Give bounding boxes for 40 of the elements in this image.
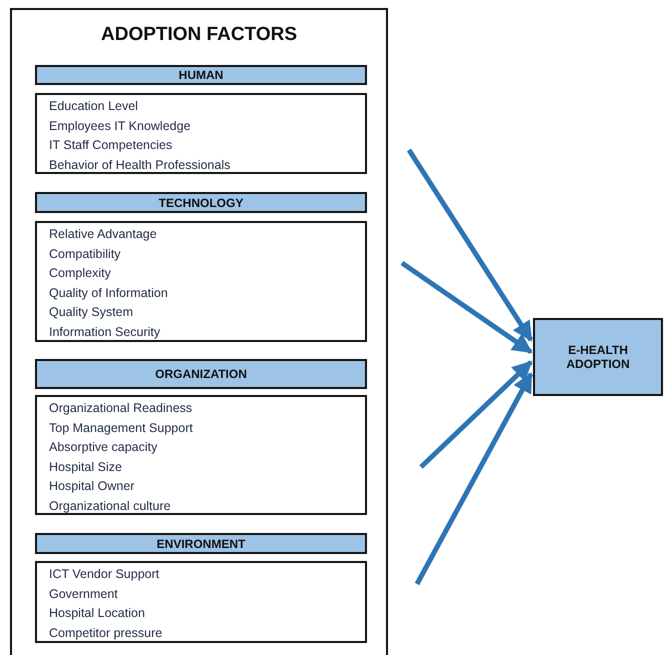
list-item: Compatibility	[49, 246, 121, 263]
list-item: Quality of Information	[49, 284, 168, 302]
list-item: Complexity	[49, 265, 111, 282]
category-label: ENVIRONMENT	[156, 536, 246, 550]
list-item: ICT Vendor Support	[49, 566, 160, 583]
list-item: Hospital Size	[49, 458, 122, 476]
category-label: TECHNOLOGY	[158, 196, 244, 210]
list-item: Absorptive capacity	[49, 439, 158, 456]
factor-list-box	[35, 561, 367, 643]
category-label: HUMAN	[178, 68, 224, 82]
category-label: ORGANIZATION	[155, 367, 247, 381]
list-item: Education Level	[49, 98, 138, 115]
list-item: Information Security	[49, 324, 160, 341]
arrow	[414, 372, 534, 586]
list-item: Quality System	[49, 304, 134, 321]
outer-frame	[10, 8, 388, 655]
list-item: Hospital Owner	[49, 478, 134, 495]
category-header	[35, 192, 367, 213]
list-item: Employees IT Knowledge	[49, 118, 191, 135]
list-item: Top Management Support	[49, 420, 193, 437]
category-header	[35, 533, 367, 554]
list-item: Organizational Readiness	[49, 400, 192, 417]
list-item: Competitor pressure	[49, 624, 162, 642]
list-item: IT Staff Competencies	[49, 137, 172, 154]
factor-list-box	[35, 395, 367, 515]
factor-list-box	[35, 221, 367, 342]
category-header	[35, 359, 367, 389]
list-item: Government	[49, 586, 118, 602]
outcome-box	[533, 318, 663, 396]
list-item: Organizational culture	[49, 498, 171, 515]
list-item: Relative Advantage	[49, 226, 157, 243]
heading: ADOPTION FACTORS	[100, 24, 298, 46]
list-item: Hospital Location	[49, 605, 145, 622]
outcome-label: E-HEALTH ADOPTION	[565, 343, 631, 371]
category-header	[35, 65, 367, 85]
factor-list-box	[35, 93, 367, 174]
arrow	[419, 360, 533, 469]
arrow	[406, 148, 534, 342]
list-item: Behavior of Health Professionals	[49, 156, 230, 174]
arrow	[400, 260, 533, 354]
